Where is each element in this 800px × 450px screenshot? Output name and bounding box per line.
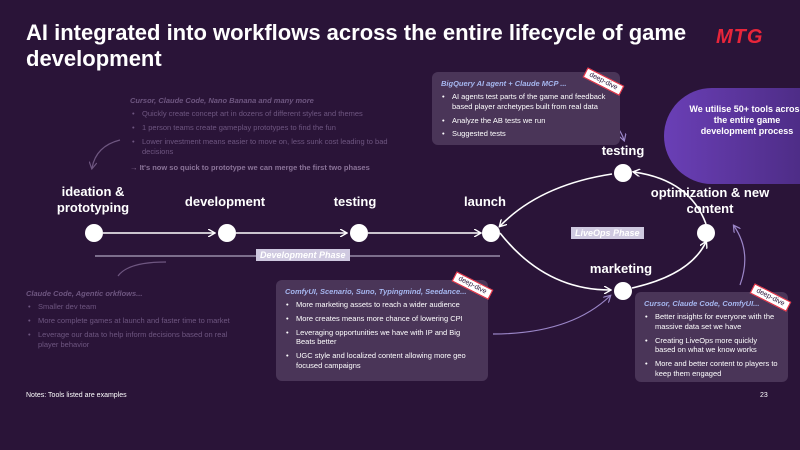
testing-tools-card: BigQuery AI agent + Claude MCP ... AI ag… bbox=[432, 72, 620, 145]
mtg-logo: MTG bbox=[716, 26, 764, 48]
testing-card-list: AI agents test parts of the game and fee… bbox=[441, 92, 611, 139]
loop-arrow bbox=[500, 173, 613, 226]
testing-card-header: BigQuery AI agent + Claude MCP ... bbox=[441, 79, 567, 88]
page-title: AI integrated into workflows across the … bbox=[26, 20, 687, 72]
list-item: Leveraging opportunities we have with IP… bbox=[285, 328, 479, 348]
liveops-phase-label: LiveOps Phase bbox=[571, 227, 644, 239]
ideation-tools-block: Cursor, Claude Code, Nano Banana and man… bbox=[130, 96, 400, 172]
development-phase-label: Development Phase bbox=[256, 249, 350, 261]
loop-arrow bbox=[634, 172, 707, 225]
stage-label-ideation: ideation & prototyping bbox=[56, 184, 130, 215]
list-item: UGC style and localized content allowing… bbox=[285, 351, 479, 371]
ideation-tools-header: Cursor, Claude Code, Nano Banana and man… bbox=[130, 96, 314, 105]
optimization-card-list: Better insights for everyone with the ma… bbox=[644, 312, 779, 379]
list-item: Lower investment means easier to move on… bbox=[130, 137, 400, 157]
node-testing bbox=[350, 224, 368, 242]
node-marketing bbox=[614, 282, 632, 300]
marketing-card-header: ComfyUI, Scenario, Suno, Typingmind, See… bbox=[285, 287, 467, 296]
list-item: More marketing assets to reach a wider a… bbox=[285, 300, 479, 310]
list-item: More complete games at launch and faster… bbox=[26, 316, 236, 326]
ideation-tools-list: Quickly create concept art in dozens of … bbox=[130, 109, 400, 158]
node-ideation bbox=[85, 224, 103, 242]
loop-arrow bbox=[499, 232, 610, 290]
node-development bbox=[218, 224, 236, 242]
list-item: Better insights for everyone with the ma… bbox=[644, 312, 779, 332]
merge-phases-note: → It's now so quick to prototype we can … bbox=[130, 163, 400, 172]
footnote: Notes: Tools listed are examples bbox=[26, 392, 127, 399]
list-item: Suggested tests bbox=[441, 129, 611, 139]
list-item: More and better content to players to ke… bbox=[644, 359, 779, 379]
list-item: Quickly create concept art in dozens of … bbox=[130, 109, 400, 119]
node-launch bbox=[482, 224, 500, 242]
stage-label-testing-liveops: testing bbox=[601, 143, 645, 158]
page-number: 23 bbox=[760, 392, 768, 399]
arrow-right-icon: → bbox=[130, 162, 140, 172]
dev-tools-list: Smaller dev team More complete games at … bbox=[26, 302, 236, 351]
faded-connector bbox=[92, 139, 121, 168]
stage-label-marketing: marketing bbox=[589, 261, 653, 276]
list-item: More creates means more chance of loweri… bbox=[285, 314, 479, 324]
merge-phases-text: It's now so quick to prototype we can me… bbox=[139, 162, 370, 172]
dev-tools-block: Claude Code, Agentic orkflows... Smaller… bbox=[26, 289, 236, 351]
stage-label-testing: testing bbox=[333, 194, 377, 209]
stage-label-launch: launch bbox=[464, 194, 506, 209]
list-item: Creating LiveOps more quickly based on w… bbox=[644, 336, 779, 356]
dev-tools-header: Claude Code, Agentic orkflows... bbox=[26, 289, 143, 298]
node-optimization bbox=[697, 224, 715, 242]
marketing-card-list: More marketing assets to reach a wider a… bbox=[285, 300, 479, 371]
list-item: Leverage our data to help inform decisio… bbox=[26, 330, 236, 350]
optimization-card-header: Cursor, Claude Code, ComfyUI... bbox=[644, 299, 760, 308]
list-item: Analyze the AB tests we run bbox=[441, 116, 611, 126]
tools-count-callout: We utilise 50+ tools across the entire g… bbox=[664, 88, 800, 184]
optimization-tools-card: Cursor, Claude Code, ComfyUI... Better i… bbox=[635, 292, 788, 382]
list-item: Smaller dev team bbox=[26, 302, 236, 312]
faded-connector bbox=[117, 261, 167, 277]
card-connector bbox=[492, 296, 610, 335]
card-connector bbox=[734, 226, 746, 286]
list-item: AI agents test parts of the game and fee… bbox=[441, 92, 611, 112]
stage-label-development: development bbox=[184, 194, 266, 209]
marketing-tools-card: ComfyUI, Scenario, Suno, Typingmind, See… bbox=[276, 280, 488, 381]
stage-label-optimization: optimization & new content bbox=[650, 185, 770, 216]
loop-arrow bbox=[631, 242, 706, 289]
node-testing-liveops bbox=[614, 164, 632, 182]
list-item: 1 person teams create gameplay prototype… bbox=[130, 123, 400, 133]
